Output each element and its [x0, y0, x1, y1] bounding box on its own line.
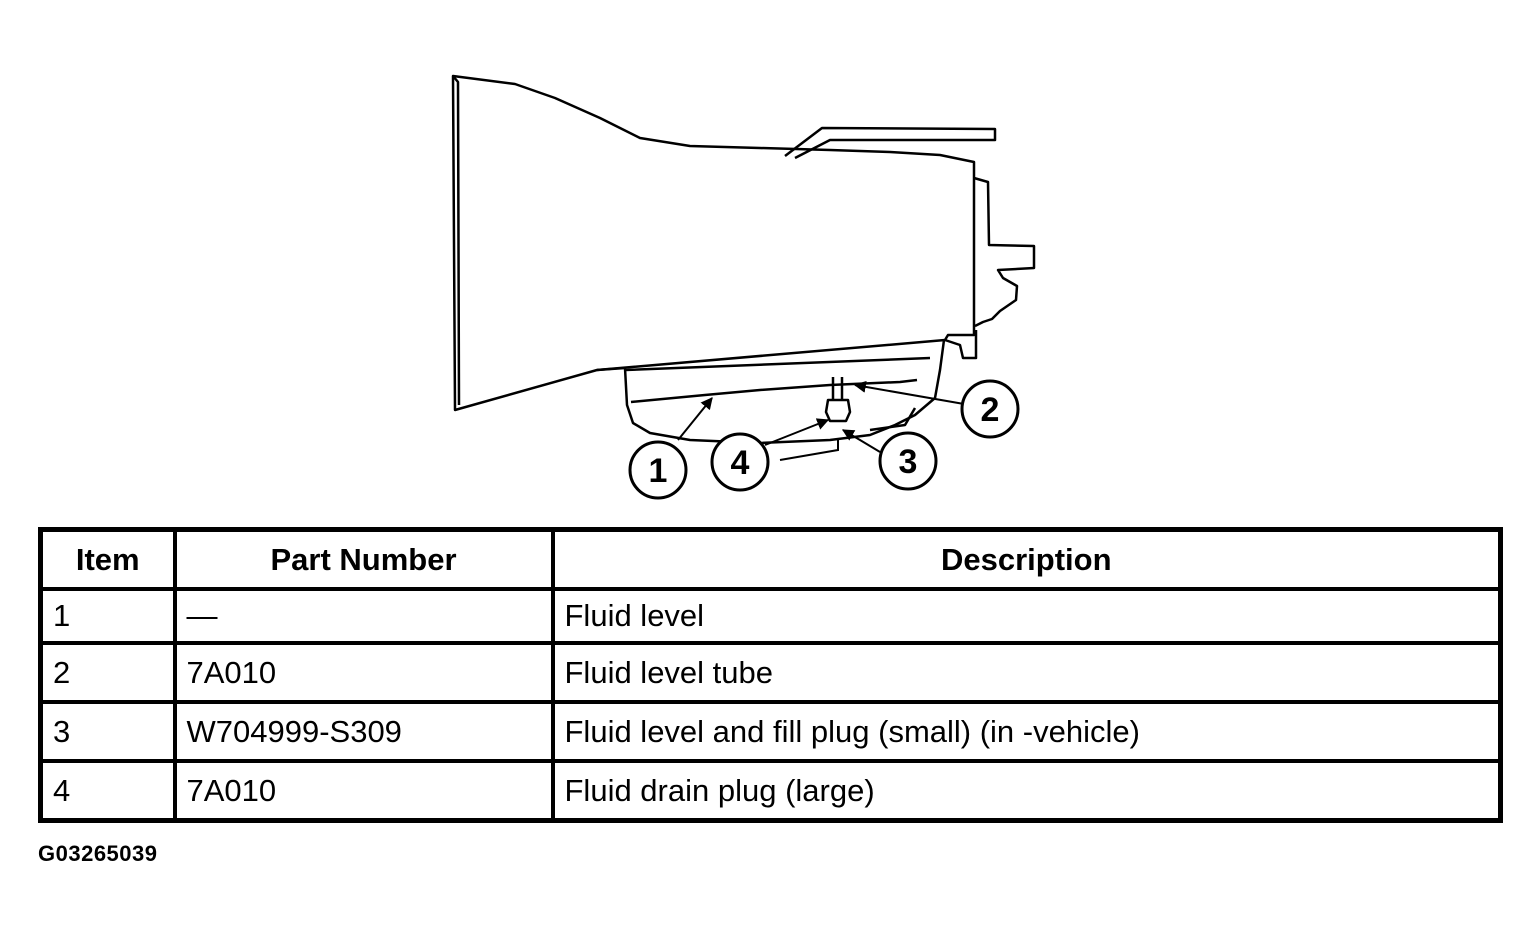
cell-description: Fluid level tube [550, 641, 1503, 704]
table-row: 3 W704999-S309 Fluid level and fill plug… [38, 700, 1503, 763]
cell-part-number: 7A010 [172, 759, 555, 823]
callout-4: 4 [710, 432, 770, 492]
callout-leaders [677, 380, 965, 461]
parts-table: Item Part Number Description 1 — Fluid l… [38, 527, 1503, 823]
callout-3: 3 [878, 431, 938, 491]
table-row: 1 — Fluid level [38, 587, 1503, 645]
cell-description: Fluid level [550, 587, 1503, 645]
header-part-number: Part Number [172, 527, 555, 591]
callout-1: 1 [628, 440, 688, 500]
cell-item: 3 [38, 700, 177, 763]
svg-text:3: 3 [899, 443, 918, 481]
svg-text:2: 2 [981, 391, 1000, 429]
callout-2: 2 [960, 379, 1020, 439]
header-description: Description [550, 527, 1503, 591]
cell-item: 1 [38, 587, 177, 645]
header-item: Item [38, 527, 177, 591]
cell-part-number: 7A010 [172, 641, 555, 704]
table-header-row: Item Part Number Description [38, 527, 1503, 591]
cell-part-number: — [172, 587, 555, 645]
table-row: 4 7A010 Fluid drain plug (large) [38, 759, 1503, 823]
table-row: 2 7A010 Fluid level tube [38, 641, 1503, 704]
svg-text:1: 1 [649, 452, 668, 490]
cell-part-number: W704999-S309 [172, 700, 555, 763]
svg-text:4: 4 [731, 444, 750, 482]
cell-item: 4 [38, 759, 177, 823]
figure-code: G03265039 [38, 841, 158, 866]
cell-item: 2 [38, 641, 177, 704]
cell-description: Fluid drain plug (large) [550, 759, 1503, 823]
transmission-case [451, 74, 1036, 445]
transmission-diagram: 1 4 3 2 [451, 74, 1036, 500]
cell-description: Fluid level and fill plug (small) (in -v… [550, 700, 1503, 763]
